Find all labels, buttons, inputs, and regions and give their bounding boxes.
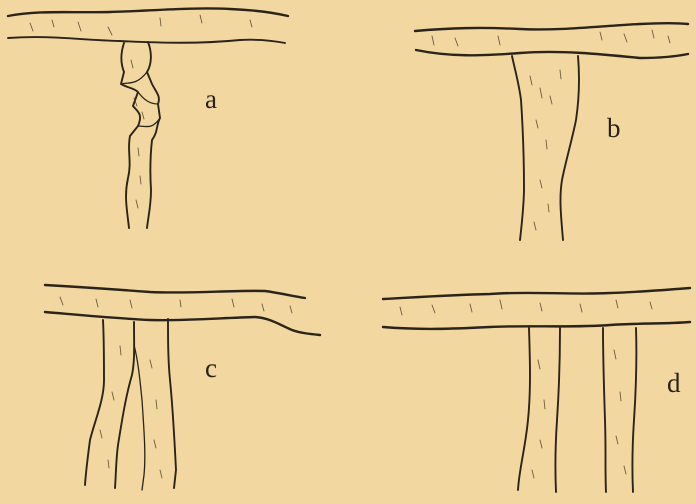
panel-c: c	[45, 285, 320, 490]
panel-a: a	[8, 8, 288, 228]
panel-a-stem	[121, 42, 160, 228]
panel-d: d	[383, 288, 690, 492]
panel-c-branch	[45, 285, 320, 335]
panel-b: b	[415, 23, 688, 240]
panel-d-label: d	[667, 368, 681, 398]
panel-c-label: c	[205, 353, 217, 383]
panel-d-stem-right	[603, 328, 636, 492]
panel-b-stem	[512, 56, 579, 240]
panel-d-branch	[383, 288, 690, 329]
panel-c-stem	[85, 319, 176, 490]
panel-d-stem-left	[518, 328, 560, 492]
panel-b-label: b	[607, 113, 621, 143]
panel-b-branch	[415, 23, 688, 58]
panel-a-branch	[8, 8, 288, 43]
panel-a-label: a	[205, 84, 217, 114]
